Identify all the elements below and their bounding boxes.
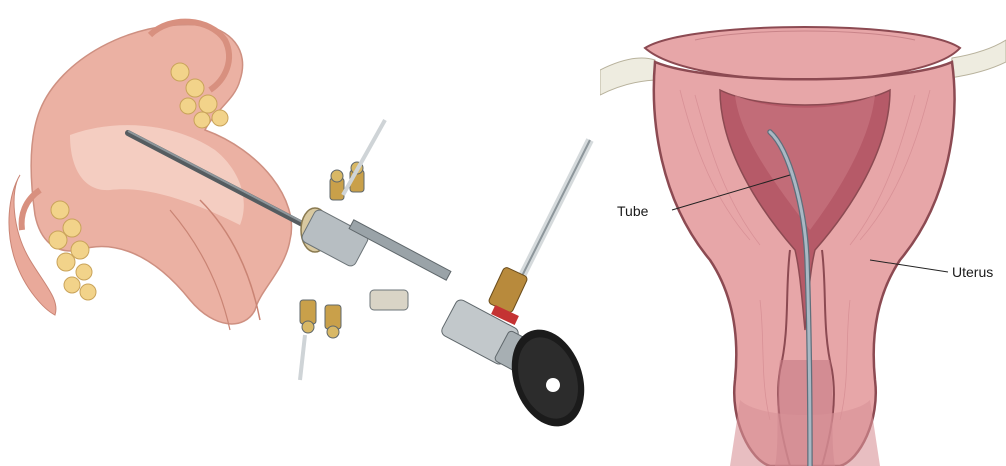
uterus-cross-section — [600, 0, 1006, 466]
uterus-cross-section-icon — [600, 0, 1006, 466]
hysteroscope-illustration-icon — [0, 0, 600, 466]
hysteroscope-illustration — [0, 0, 600, 466]
tube-label: Tube — [617, 204, 648, 218]
light-cable — [488, 140, 590, 325]
uterus-label: Uterus — [952, 265, 993, 279]
scope-body — [300, 120, 451, 380]
eyepiece — [440, 298, 597, 437]
reproductive-organs — [9, 22, 292, 330]
